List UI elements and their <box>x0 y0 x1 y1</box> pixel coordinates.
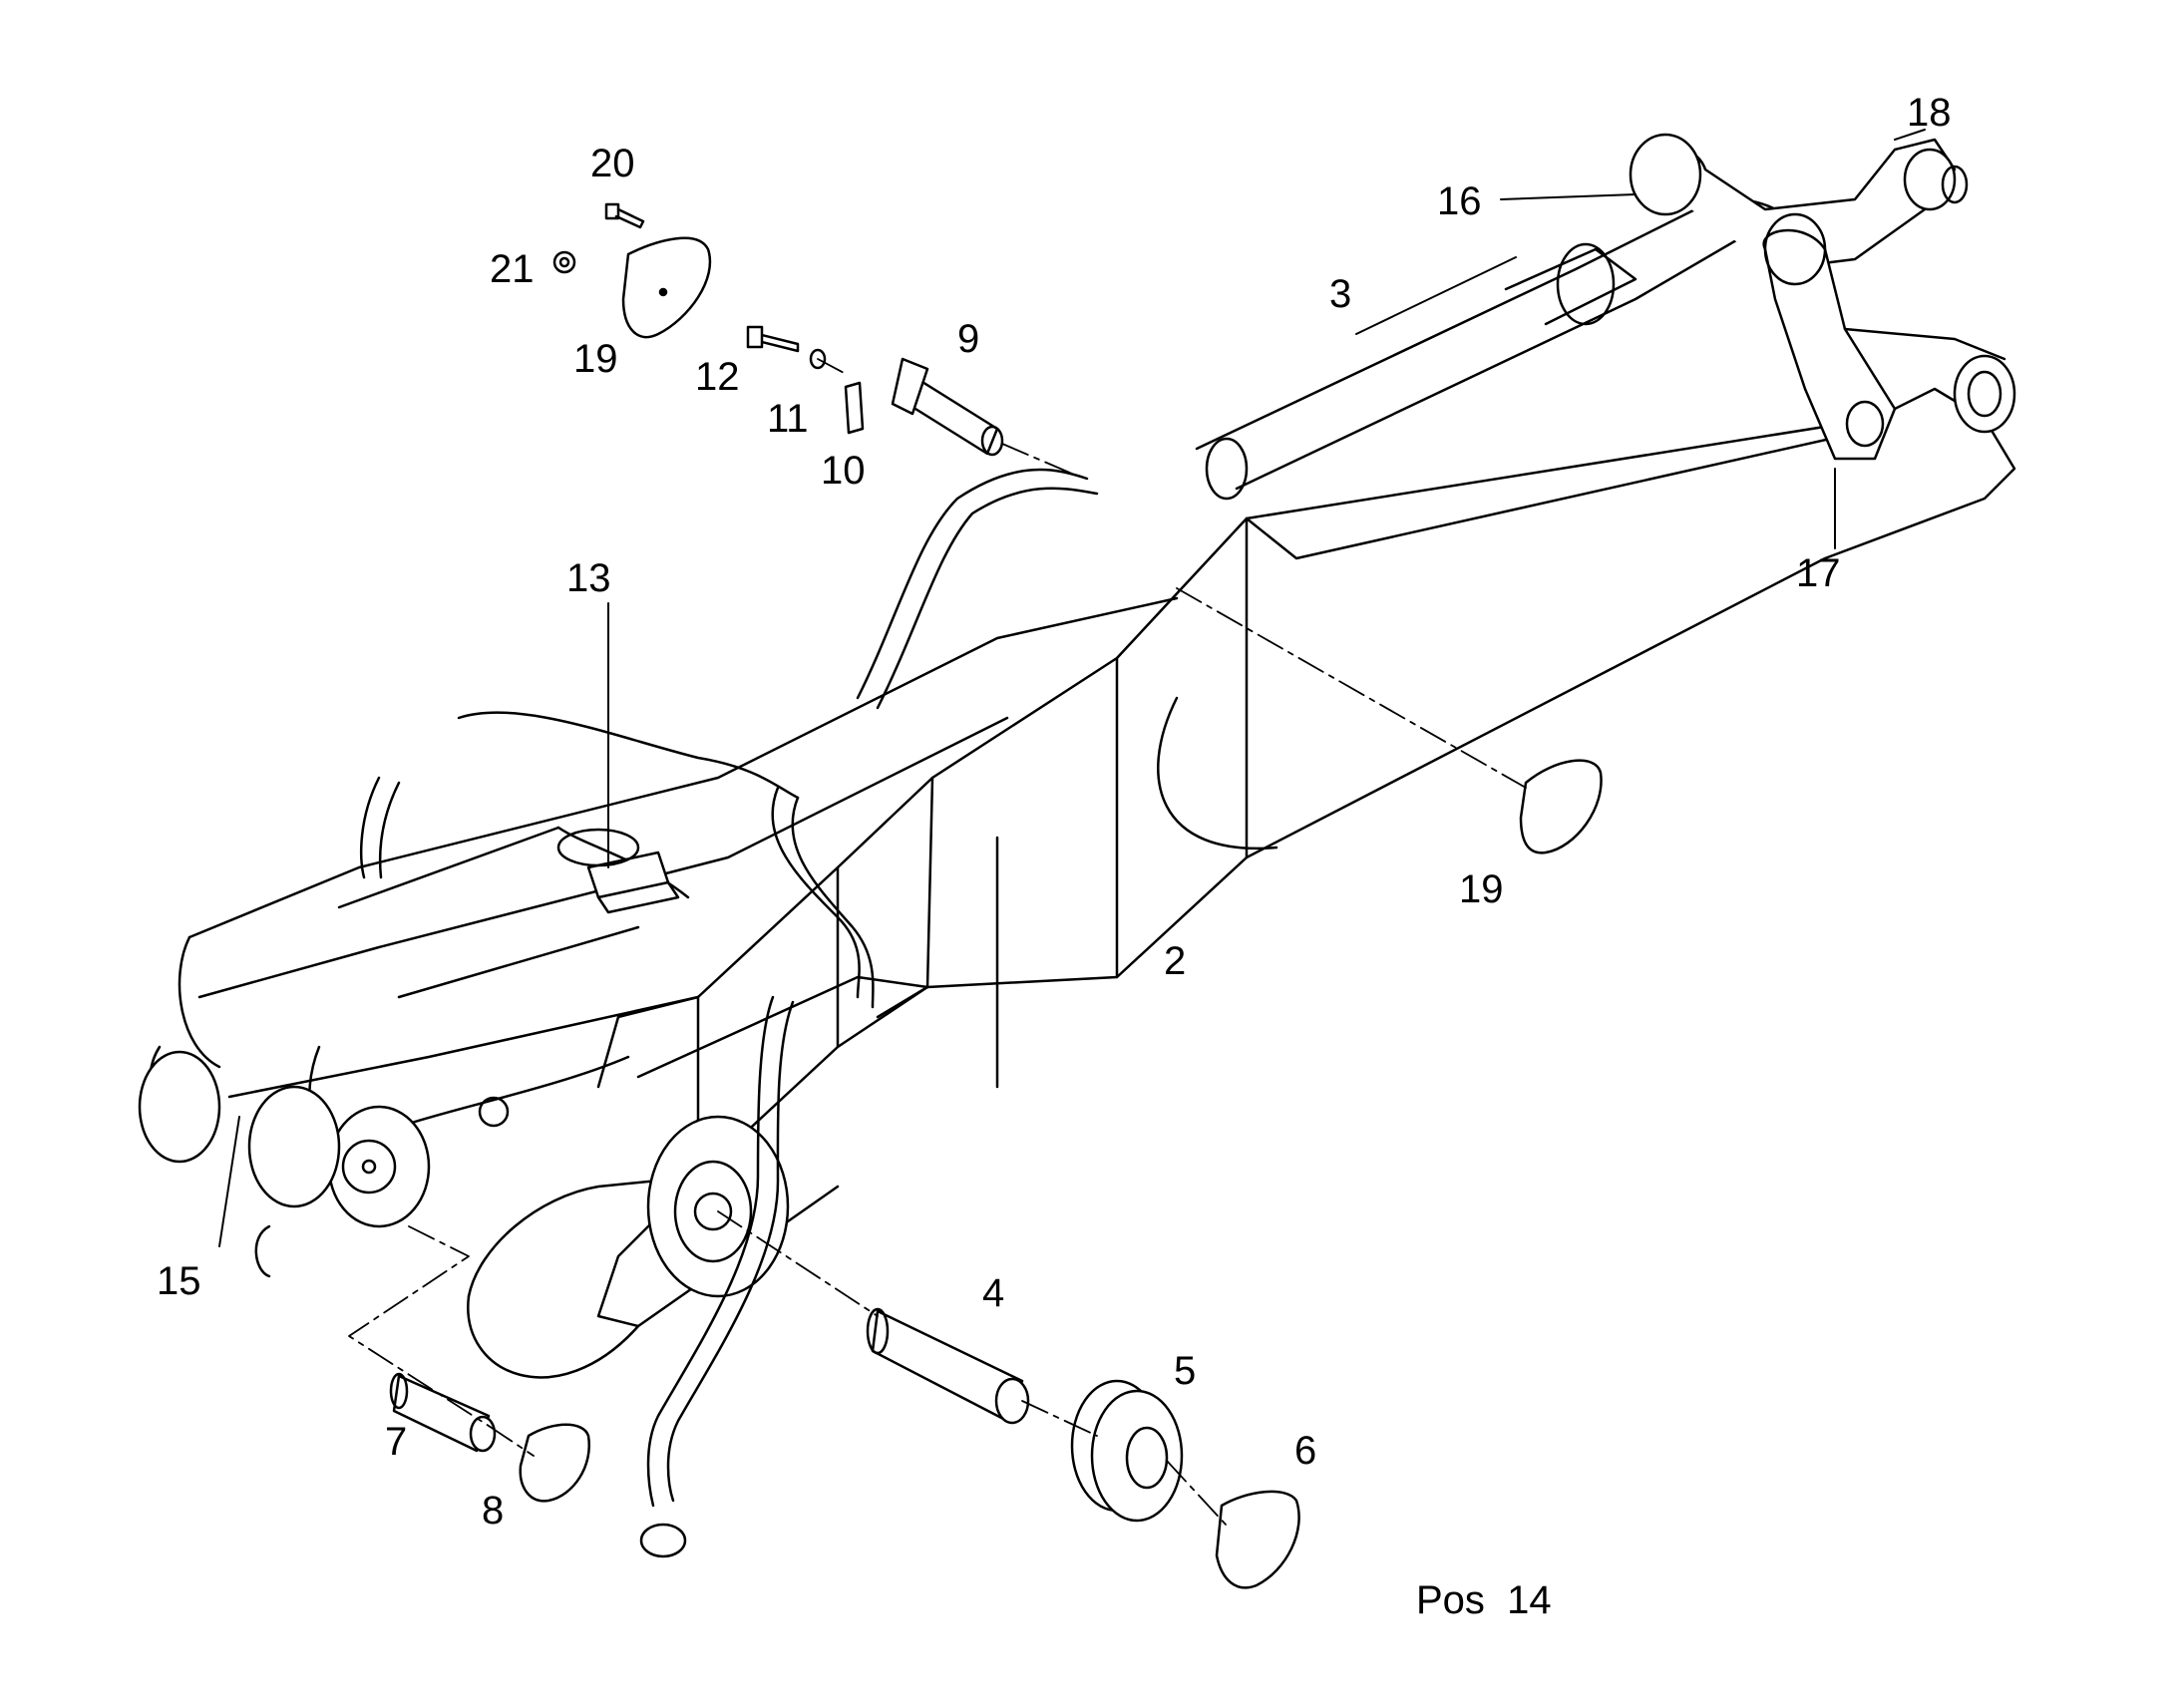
boom-body <box>397 387 2016 1379</box>
pin-9 <box>891 357 1004 457</box>
control-block <box>556 828 680 914</box>
callout-20: 20 <box>590 142 635 185</box>
callout-13: 13 <box>566 556 611 600</box>
cover-6 <box>1215 1490 1300 1589</box>
callout-19-right: 19 <box>1459 867 1504 911</box>
rear-pivots <box>138 1050 790 1298</box>
bolt-20 <box>604 202 645 229</box>
callout-17: 17 <box>1796 551 1841 595</box>
assembly-centerlines <box>348 358 1527 1527</box>
callout-18: 18 <box>1907 91 1952 135</box>
cover-8 <box>519 1423 591 1503</box>
callout-4: 4 <box>982 1271 1005 1315</box>
callout-21: 21 <box>490 247 535 291</box>
head-linkage <box>1629 133 2016 461</box>
callout-8: 8 <box>482 1489 505 1533</box>
callout-12: 12 <box>695 355 740 399</box>
seal-5 <box>1070 1379 1184 1523</box>
callout-16: 16 <box>1437 179 1482 223</box>
callout-3: 3 <box>1329 272 1352 316</box>
hoses <box>360 468 1099 1508</box>
callout-9: 9 <box>957 317 980 361</box>
callout-19-top: 19 <box>573 337 618 381</box>
bolt-group-12 <box>746 325 865 435</box>
hose-end-fitting <box>639 1523 687 1558</box>
callout-7: 7 <box>385 1420 408 1464</box>
position-label: Pos 14 <box>1416 1578 1552 1622</box>
cover-19-top <box>621 236 712 339</box>
nut-21 <box>552 250 576 274</box>
callout-2: 2 <box>1164 939 1187 983</box>
leader-lines <box>218 129 1926 1247</box>
callout-10: 10 <box>821 449 866 493</box>
cover-19-right <box>1519 759 1603 854</box>
bushing-4 <box>866 1307 1030 1425</box>
callout-15: 15 <box>157 1259 201 1303</box>
callout-6: 6 <box>1294 1429 1317 1473</box>
callout-11: 11 <box>767 397 809 441</box>
callout-5: 5 <box>1174 1349 1197 1393</box>
